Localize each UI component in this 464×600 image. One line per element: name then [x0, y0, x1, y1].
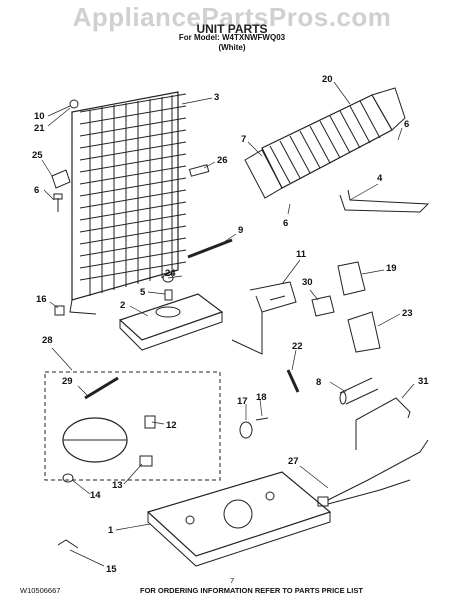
pad-30 — [311, 295, 335, 317]
callout-10: 10 — [34, 111, 45, 122]
tube-22 — [286, 369, 300, 393]
callout-15: 15 — [106, 564, 117, 575]
defrost-heater — [339, 189, 430, 213]
callout-18: 18 — [256, 392, 267, 403]
callout-17: 17 — [237, 396, 248, 407]
drain-pan — [118, 293, 224, 351]
callout-21: 21 — [34, 123, 45, 134]
callout-7: 7 — [241, 134, 246, 145]
insulation-8 — [339, 377, 379, 405]
evaporator — [244, 87, 406, 199]
compressor-area — [44, 371, 221, 483]
model-label: For Model: W4TXNWFWQ03 — [178, 33, 286, 42]
callout-27: 27 — [288, 456, 299, 467]
callout-28: 28 — [42, 335, 53, 346]
doc-number: W10506667 — [20, 586, 61, 595]
grommet-17 — [239, 421, 253, 439]
callout-29: 29 — [62, 376, 73, 387]
callout-11: 11 — [296, 249, 307, 260]
wire-15 — [57, 539, 79, 549]
color-label: (White) — [218, 43, 246, 52]
callout-1: 1 — [108, 525, 114, 536]
base-plate — [146, 471, 332, 567]
pad-19 — [337, 261, 366, 296]
bracket-25 — [51, 169, 71, 189]
screw-6-left — [53, 193, 63, 212]
pad-23 — [347, 311, 381, 353]
callout-23: 23 — [402, 308, 413, 319]
page-title: UNIT PARTS — [196, 22, 268, 36]
callout-13: 13 — [112, 480, 123, 491]
callout-25: 25 — [32, 150, 43, 161]
callout-6-left: 6 — [34, 185, 39, 196]
callout-6-middle: 6 — [283, 218, 288, 229]
part-24 — [162, 273, 174, 283]
callout-16: 16 — [36, 294, 47, 305]
part-5 — [164, 289, 173, 301]
callout-14: 14 — [90, 490, 101, 501]
condenser-coil — [69, 91, 187, 315]
wire-harness — [317, 439, 429, 507]
callout-9: 9 — [238, 225, 243, 236]
screw-26 — [188, 164, 210, 177]
part-16 — [54, 305, 65, 316]
callout-6-right: 6 — [404, 119, 409, 130]
callout-20: 20 — [322, 74, 333, 85]
callout-4: 4 — [377, 173, 383, 184]
callout-19: 19 — [386, 263, 397, 274]
tube-9 — [187, 238, 233, 259]
callout-8: 8 — [316, 377, 321, 388]
callout-24: 24 — [165, 268, 176, 279]
grommet-21 — [69, 99, 79, 109]
tube-31 — [355, 397, 411, 450]
callout-22: 22 — [292, 341, 303, 352]
callout-5: 5 — [140, 287, 146, 298]
ordering-note: FOR ORDERING INFORMATION REFER TO PARTS … — [140, 586, 363, 595]
callout-3: 3 — [214, 92, 219, 103]
callout-12: 12 — [166, 420, 177, 431]
screw-18 — [255, 417, 269, 421]
page-number: 7 — [230, 576, 235, 585]
callout-2: 2 — [120, 300, 125, 311]
tubing-11 — [231, 281, 297, 355]
watermark: AppliancePartsPros.com — [72, 2, 392, 32]
callout-26: 26 — [217, 155, 228, 166]
callout-31: 31 — [418, 376, 429, 387]
callout-30: 30 — [302, 277, 313, 288]
